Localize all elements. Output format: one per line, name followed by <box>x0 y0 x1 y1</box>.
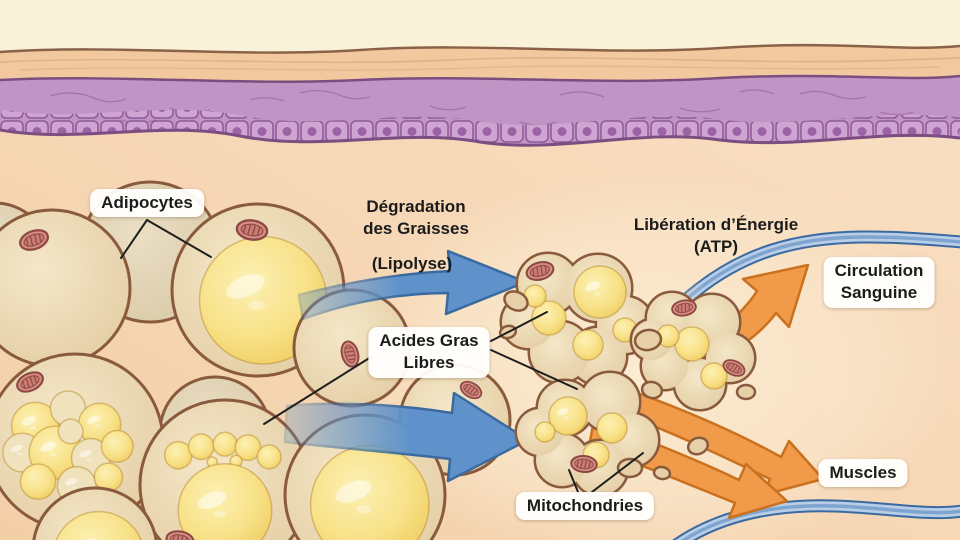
label-acides-line1: Acides Gras <box>379 331 479 350</box>
label-lipolyse: (Lipolyse) <box>372 253 452 275</box>
label-acides-gras-libres: Acides Gras Libres <box>368 327 490 378</box>
label-lipolyse-text: (Lipolyse) <box>371 254 453 273</box>
label-mitochondries: Mitochondries <box>515 492 655 521</box>
label-circulation-line1: Circulation <box>834 261 924 280</box>
label-adipocytes-text: Adipocytes <box>101 193 193 212</box>
label-mitochondries-text: Mitochondries <box>526 496 644 515</box>
label-acides-line2: Libres <box>403 353 455 373</box>
skin-layers <box>0 43 960 147</box>
label-liberation-line1: Libération d’Énergie <box>633 215 799 234</box>
basal-cell-row <box>0 109 960 146</box>
label-liberation-energie: Libération d’Énergie (ATP) <box>634 214 798 259</box>
label-liberation-line2: (ATP) <box>693 237 739 257</box>
lipolysis-arrow-top <box>297 249 528 321</box>
leader-lines <box>120 219 644 493</box>
blood-vessel-bottom <box>672 499 960 540</box>
label-circulation-sanguine: Circulation Sanguine <box>823 257 935 308</box>
arrow-to-muscles-upper <box>603 381 825 497</box>
label-adipocytes: Adipocytes <box>90 189 204 218</box>
label-degradation-line2: des Graisses <box>363 219 469 239</box>
lipolysis-arrow-bottom <box>283 391 530 483</box>
label-muscles-text: Muscles <box>829 463 897 482</box>
label-degradation: Dégradation des Graisses <box>363 196 469 241</box>
label-degradation-line1: Dégradation <box>366 197 466 216</box>
label-muscles: Muscles <box>818 459 908 488</box>
stratum-corneum-band <box>0 45 960 82</box>
fat-fragments <box>498 290 757 481</box>
label-circulation-line2: Sanguine <box>840 283 918 303</box>
